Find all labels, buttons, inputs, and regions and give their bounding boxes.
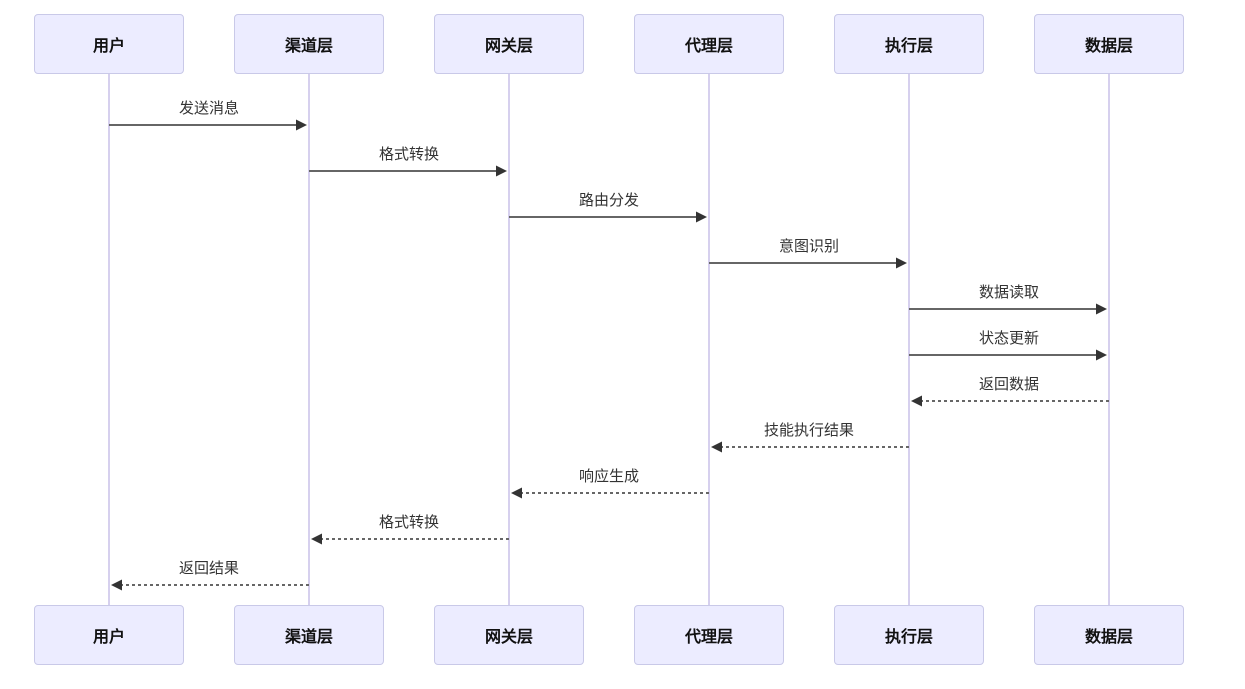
actor-label: 代理层 — [684, 629, 733, 646]
actor-bottom-data: 数据层 — [1034, 605, 1184, 665]
actor-top-user: 用户 — [34, 14, 184, 74]
actor-label: 数据层 — [1084, 629, 1133, 646]
arrowhead-icon — [896, 257, 907, 269]
actor-label: 渠道层 — [284, 38, 333, 55]
actor-top-executor: 执行层 — [834, 14, 984, 74]
actor-label: 网关层 — [484, 629, 533, 646]
arrowhead-icon — [696, 211, 707, 223]
actor-label: 网关层 — [484, 38, 533, 55]
actor-label: 代理层 — [684, 38, 733, 55]
message-label-10: 返回结果 — [178, 560, 239, 577]
message-label-0: 发送消息 — [178, 100, 239, 117]
message-label-6: 返回数据 — [978, 376, 1039, 393]
message-label-8: 响应生成 — [578, 468, 639, 485]
arrowhead-icon — [111, 579, 122, 591]
message-label-5: 状态更新 — [978, 330, 1039, 347]
actor-bottom-channel: 渠道层 — [234, 605, 384, 665]
actor-top-data: 数据层 — [1034, 14, 1184, 74]
actor-label: 数据层 — [1084, 38, 1133, 55]
arrowhead-icon — [511, 487, 522, 499]
actor-label: 执行层 — [884, 629, 933, 646]
arrowhead-icon — [711, 441, 722, 453]
arrowhead-icon — [911, 395, 922, 407]
arrowhead-icon — [1096, 349, 1107, 361]
message-label-3: 意图识别 — [778, 238, 839, 255]
message-label-9: 格式转换 — [378, 514, 439, 531]
message-label-1: 格式转换 — [378, 146, 439, 163]
actor-top-gateway: 网关层 — [434, 14, 584, 74]
actor-bottom-agent: 代理层 — [634, 605, 784, 665]
arrowhead-icon — [296, 119, 307, 131]
message-label-7: 技能执行结果 — [763, 422, 854, 439]
actor-label: 用户 — [92, 38, 125, 55]
arrowhead-icon — [1096, 303, 1107, 315]
arrowhead-icon — [311, 533, 322, 545]
actor-top-channel: 渠道层 — [234, 14, 384, 74]
actor-bottom-gateway: 网关层 — [434, 605, 584, 665]
actor-bottom-user: 用户 — [34, 605, 184, 665]
actor-label: 执行层 — [884, 38, 933, 55]
actor-label: 渠道层 — [284, 629, 333, 646]
message-label-2: 路由分发 — [578, 192, 639, 209]
arrowhead-icon — [496, 165, 507, 177]
actor-bottom-executor: 执行层 — [834, 605, 984, 665]
actor-label: 用户 — [92, 629, 125, 646]
actor-top-agent: 代理层 — [634, 14, 784, 74]
message-label-4: 数据读取 — [978, 284, 1039, 301]
